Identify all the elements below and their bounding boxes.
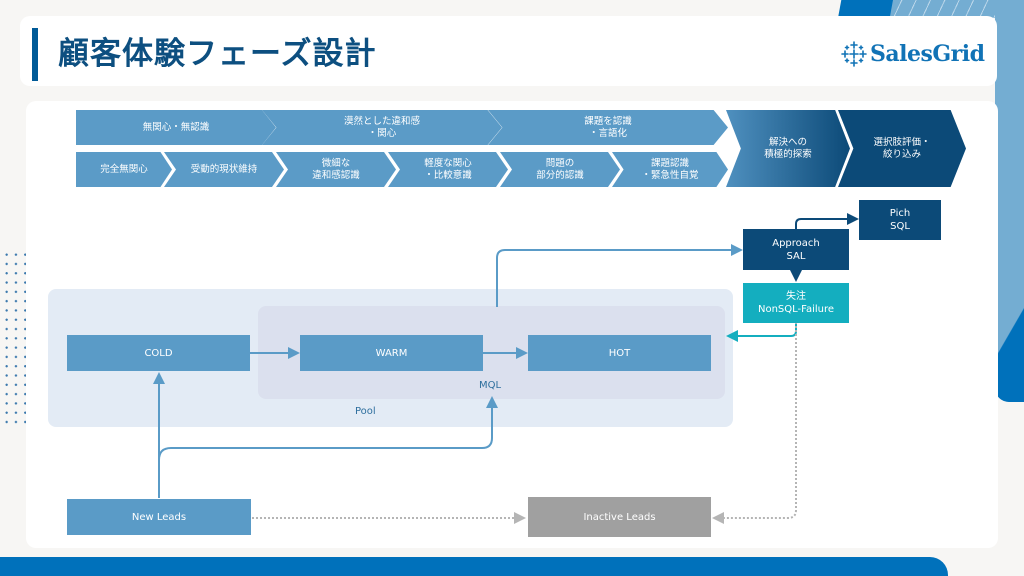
phase-problem-recognized: 課題を認識 ・言語化: [488, 110, 728, 145]
phase-label: 課題を認識 ・言語化: [584, 115, 632, 139]
page-title: 顧客体験フェーズ設計: [58, 36, 377, 72]
phase-label: 軽度な関心 ・比較意識: [424, 157, 472, 181]
decorative-band: [838, 0, 893, 18]
brand-logo: SalesGrid: [840, 38, 985, 70]
phase-label: 選択肢評価・ 絞り込み: [873, 136, 931, 160]
pool-label: Pool: [355, 406, 376, 417]
subphase-partial-recognition: 問題の 部分的認識: [500, 152, 620, 187]
subphase-passive-status-quo: 受動的現状維持: [164, 152, 284, 187]
subphase-urgency-aware: 課題認識 ・緊急性自覚: [612, 152, 728, 187]
decorative-side-accent: [995, 280, 1024, 402]
node-warm: WARM: [300, 335, 483, 371]
brand-name: SalesGrid: [870, 41, 985, 67]
decorative-footer-bar: [0, 557, 948, 576]
node-failure: 失注 NonSQL-Failure: [743, 283, 849, 323]
phase-active-search: 解決への 積極的探索: [726, 110, 850, 187]
subphase-mild-interest: 軽度な関心 ・比較意識: [388, 152, 508, 187]
phase-label: 問題の 部分的認識: [536, 157, 584, 181]
mql-label: MQL: [479, 380, 502, 391]
grid-plus-icon: [841, 41, 867, 67]
phase-label: 受動的現状維持: [190, 163, 258, 175]
phase-unaware: 無関心・無認識: [76, 110, 276, 145]
header-card: [20, 16, 997, 86]
node-inactive-leads: Inactive Leads: [528, 497, 711, 537]
phase-evaluation: 選択肢評価・ 絞り込み: [838, 110, 966, 187]
phase-label: 無関心・無認識: [142, 121, 210, 133]
phase-vague-interest: 漠然とした違和感 ・関心: [262, 110, 502, 145]
subphase-subtle-discomfort: 微細な 違和感認識: [276, 152, 396, 187]
phase-label: 完全無関心: [100, 163, 148, 175]
node-cold: COLD: [67, 335, 250, 371]
node-pitch-sql: Pich SQL: [859, 200, 941, 240]
phase-label: 解決への 積極的探索: [764, 136, 812, 160]
title-accent-bar: [32, 28, 38, 81]
node-new-leads: New Leads: [67, 499, 251, 535]
phase-label: 微細な 違和感認識: [312, 157, 360, 181]
node-hot: HOT: [528, 335, 711, 371]
phase-label: 課題認識 ・緊急性自覚: [641, 157, 699, 181]
node-approach-sal: Approach SAL: [743, 229, 849, 270]
phase-label: 漠然とした違和感 ・関心: [343, 115, 420, 139]
subphase-fully-indifferent: 完全無関心: [76, 152, 172, 187]
